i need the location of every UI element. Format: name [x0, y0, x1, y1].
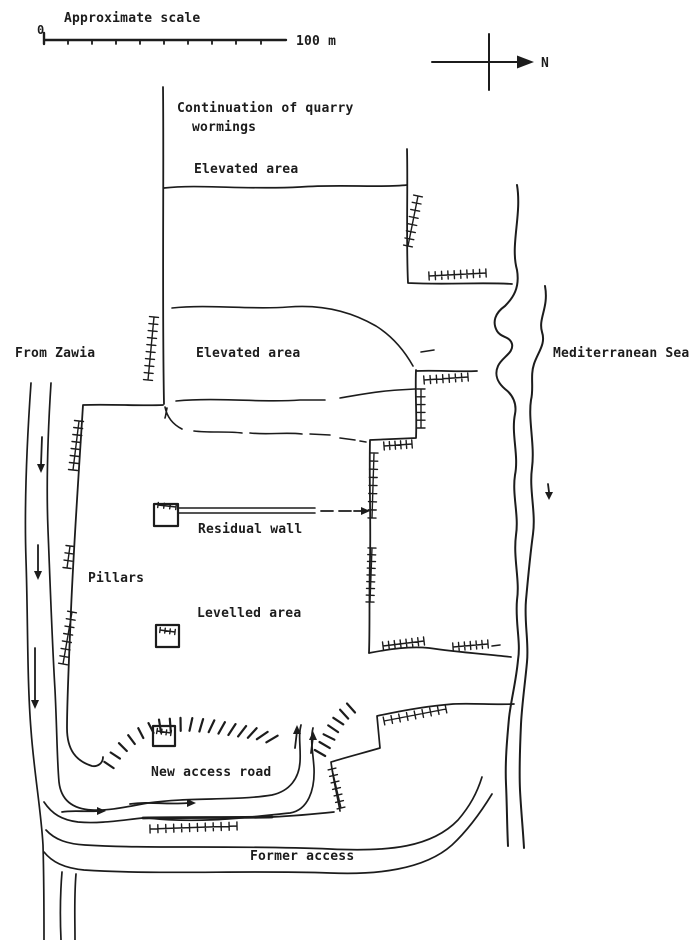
- direction-arrows: [31, 436, 553, 815]
- up-arrowhead-icon: [309, 731, 317, 740]
- scale-bar-zero-label: 0: [37, 23, 44, 37]
- north-elevated-area-edge: [163, 184, 408, 189]
- pillar-square-2: [154, 623, 181, 649]
- southeast-stepped-boundary: [330, 702, 515, 812]
- south-boundary-thick-line: [141, 815, 274, 820]
- scale-bar-ticks: [67, 39, 262, 45]
- north-label: N: [541, 56, 549, 71]
- former-access-north-edge: [45, 776, 483, 851]
- residual-wall-double-line: [177, 507, 316, 514]
- pillars-and-wall: [151, 502, 370, 748]
- residual-wall-arrowhead-icon: [361, 507, 370, 515]
- label-new-access-road: New access road: [151, 765, 271, 780]
- south-road-pair: [59, 871, 77, 940]
- label-residual-wall: Residual wall: [198, 522, 302, 537]
- north-arrow-lines: [431, 33, 519, 91]
- west-boundary: [66, 403, 164, 768]
- label-elevated-area-north: Elevated area: [194, 162, 298, 177]
- cliff-hatch-marks: [57, 194, 501, 834]
- right-arrowhead-icon: [187, 799, 196, 807]
- north-arrow-icon: N: [431, 33, 549, 91]
- down-arrowhead-icon: [34, 571, 42, 580]
- label-elevated-area-central: Elevated area: [196, 346, 300, 361]
- central-vertical-boundary: [162, 86, 165, 405]
- map-labels: Continuation of quarry wormings Elevated…: [15, 101, 689, 864]
- label-pillars: Pillars: [88, 571, 144, 586]
- former-access-south-edge: [43, 793, 493, 875]
- levelled-area-south-edge: [368, 646, 512, 658]
- quarry-outlines: [66, 86, 515, 820]
- north-arrowhead-icon: [517, 55, 534, 69]
- levelled-area-upper-dashed-edge: [164, 406, 367, 443]
- scale-bar-line: [42, 31, 288, 46]
- scale-bar: Approximate scale 0 100 m: [37, 11, 336, 49]
- down-arrowhead-icon: [545, 492, 553, 500]
- label-mediterranean-sea: Mediterranean Sea: [553, 346, 689, 361]
- label-levelled-area: Levelled area: [197, 606, 301, 621]
- northeast-boundary: [406, 148, 513, 285]
- zawia-road-east-edge-and-new-access-top: [46, 382, 302, 811]
- central-elevated-edge-dash: [420, 349, 435, 353]
- scale-bar-title: Approximate scale: [64, 11, 200, 26]
- coastline: [493, 184, 520, 847]
- central-elevated-area-upper-edge: [171, 305, 414, 367]
- down-arrowhead-icon: [31, 700, 39, 709]
- right-arrowhead-icon: [97, 807, 106, 815]
- east-stepped-boundary: [368, 369, 478, 654]
- roads: [24, 184, 547, 940]
- down-arrowhead-icon: [37, 464, 45, 473]
- arrow-stems: [34, 436, 550, 813]
- south-boundary-thin-line: [271, 811, 335, 818]
- coastal-track-east-edge: [518, 285, 547, 849]
- slope-hachure-marks: [103, 702, 357, 770]
- label-from-zawia: From Zawia: [15, 346, 95, 361]
- up-arrowhead-icon: [293, 725, 301, 734]
- zawia-road-west-edge: [24, 382, 45, 940]
- label-continuation-line2: wormings: [192, 120, 256, 135]
- central-elevated-area-lower-edge: [175, 388, 416, 402]
- scale-bar-end-label: 100 m: [296, 34, 336, 49]
- label-former-access: Former access: [250, 849, 354, 864]
- label-continuation-line1: Continuation of quarry: [177, 101, 354, 116]
- pillar-square-3: [151, 724, 177, 748]
